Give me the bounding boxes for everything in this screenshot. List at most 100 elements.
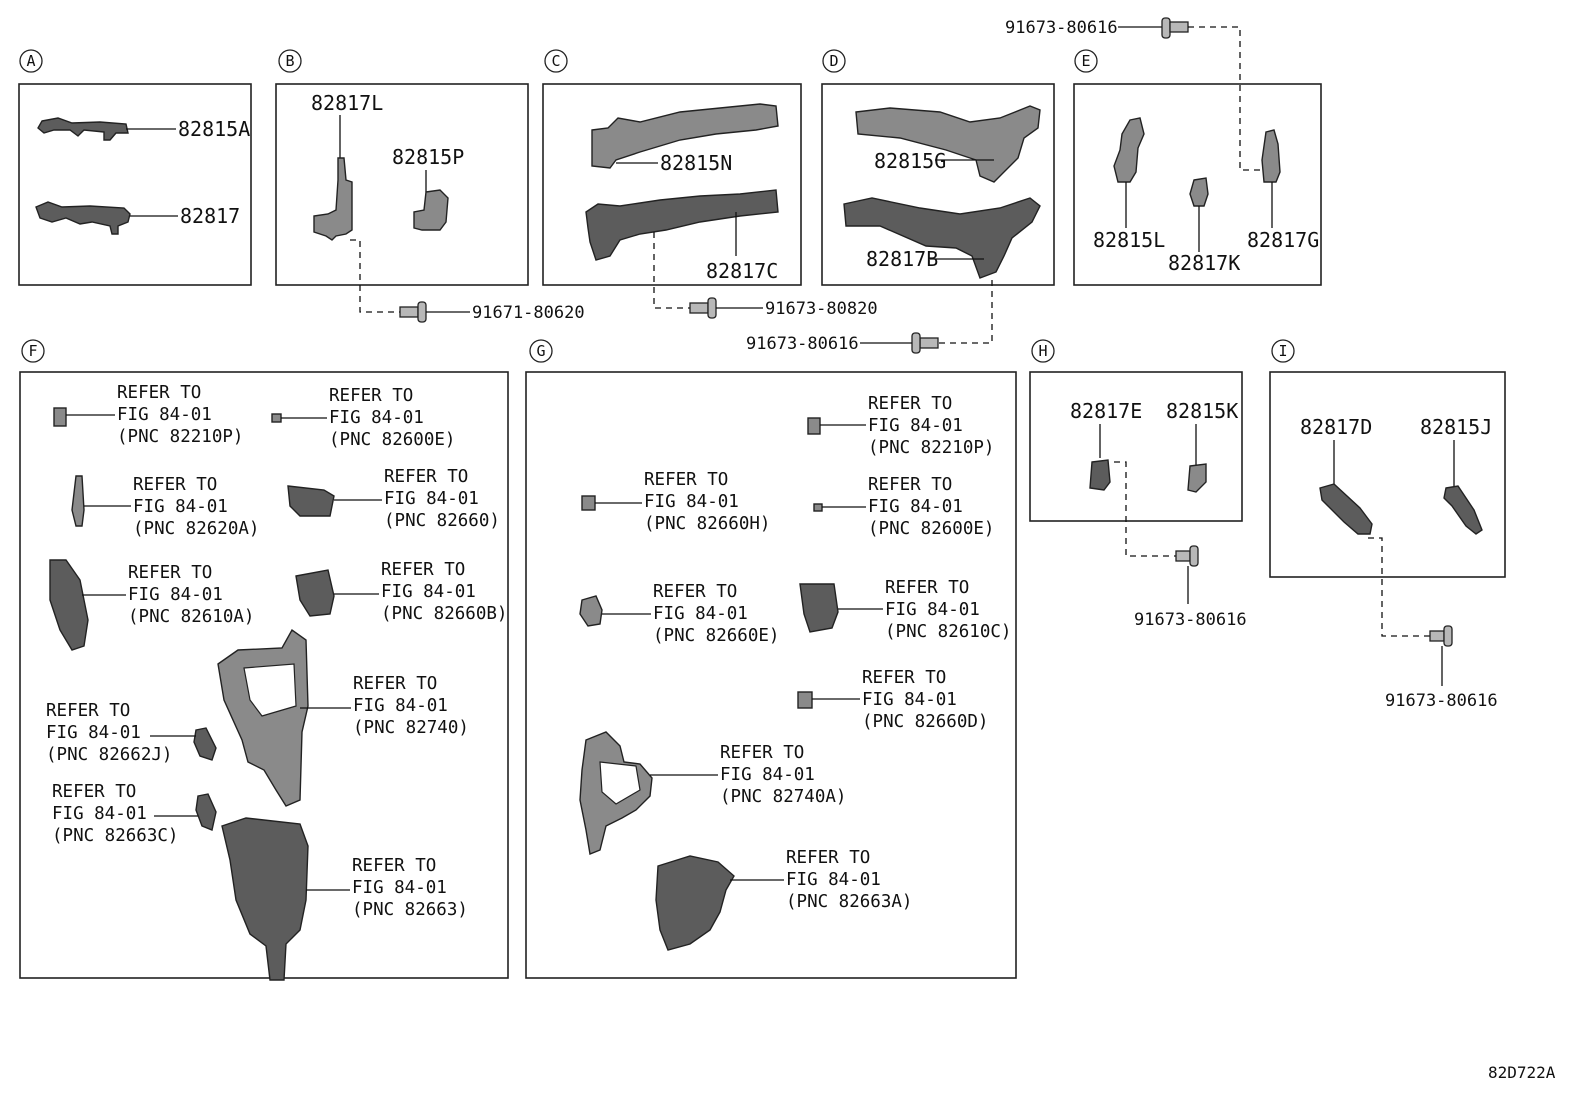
part-82663-f-shape [221,817,309,981]
svg-text:REFER TO: REFER TO [384,467,468,487]
label-82817C: 82817C [706,259,778,283]
svg-text:REFER TO: REFER TO [720,743,804,763]
section-marker-c: C [544,49,568,73]
part-82815N-shape [591,103,779,169]
bolt-c-label: 91673-80820 [765,299,878,319]
section-marker-g: G [529,339,553,363]
svg-text:C: C [551,52,560,70]
refer-f7: REFER TO FIG 84-01 (PNC 82740) [217,628,469,807]
svg-text:(PNC 82610C): (PNC 82610C) [885,622,1011,642]
refer-f6: REFER TO FIG 84-01 (PNC 82660B) [295,560,507,624]
bolt-b-label: 91671-80620 [472,303,585,323]
refer-g7: REFER TO FIG 84-01 (PNC 82740A) [579,731,846,855]
svg-text:REFER TO: REFER TO [128,563,212,583]
svg-text:(PNC 82610A): (PNC 82610A) [128,607,254,627]
part-82610A-f-shape [49,559,89,651]
part-82817L-shape [313,157,353,241]
figure-code: 82D722A [1488,1063,1556,1082]
svg-text:E: E [1081,52,1090,70]
svg-text:REFER TO: REFER TO [885,578,969,598]
refer-g2: REFER TO FIG 84-01 (PNC 82660H) [581,470,770,534]
label-82815K: 82815K [1166,399,1238,423]
panel-f [19,371,509,979]
part-82210P-g-shape [807,417,821,435]
svg-text:REFER TO: REFER TO [52,782,136,802]
part-82815L-shape [1113,117,1145,183]
svg-text:(PNC 82660B): (PNC 82660B) [381,604,507,624]
svg-text:I: I [1278,342,1287,360]
bolt-c-dash [653,232,690,309]
refer-f8: REFER TO FIG 84-01 (PNC 82662J) [46,701,217,765]
svg-text:FIG 84-01: FIG 84-01 [352,878,447,898]
svg-text:REFER TO: REFER TO [653,582,737,602]
svg-text:REFER TO: REFER TO [868,475,952,495]
svg-text:D: D [829,52,838,70]
panel-c [542,83,802,286]
svg-text:REFER TO: REFER TO [46,701,130,721]
part-82817D-shape [1319,483,1373,535]
svg-text:REFER TO: REFER TO [786,848,870,868]
part-82660H-g-shape [581,495,596,511]
svg-text:FIG 84-01: FIG 84-01 [353,696,448,716]
svg-text:G: G [536,342,545,360]
bolt-h-label: 91673-80616 [1134,610,1247,630]
panel-i [1269,371,1506,578]
svg-text:FIG 84-01: FIG 84-01 [329,408,424,428]
bolt-i-label: 91673-80616 [1385,691,1498,711]
label-82815L: 82815L [1093,228,1165,252]
part-82815A-shape [37,117,129,141]
part-82663A-g-shape [655,855,735,951]
part-82817K-shape [1189,177,1209,207]
svg-text:REFER TO: REFER TO [352,856,436,876]
part-82663C-f-shape [195,793,217,831]
svg-text:FIG 84-01: FIG 84-01 [644,492,739,512]
bolt-top-dash [1188,26,1262,171]
panel-g [525,371,1017,979]
svg-text:FIG 84-01: FIG 84-01 [720,765,815,785]
svg-text:FIG 84-01: FIG 84-01 [381,582,476,602]
svg-text:FIG 84-01: FIG 84-01 [384,489,479,509]
refer-g1: REFER TO FIG 84-01 (PNC 82210P) [807,394,994,458]
bolt-c-icon [689,297,717,319]
svg-text:(PNC 82663A): (PNC 82663A) [786,892,912,912]
svg-text:FIG 84-01: FIG 84-01 [885,600,980,620]
bolt-b-icon [399,301,427,323]
label-82815N: 82815N [660,151,732,175]
bolt-d-dash [938,280,993,344]
svg-text:FIG 84-01: FIG 84-01 [868,497,963,517]
section-marker-f: F [21,339,45,363]
svg-text:FIG 84-01: FIG 84-01 [786,870,881,890]
svg-text:REFER TO: REFER TO [644,470,728,490]
panel-a [18,83,252,286]
svg-text:FIG 84-01: FIG 84-01 [862,690,957,710]
label-82817K: 82817K [1168,251,1240,275]
svg-text:REFER TO: REFER TO [381,560,465,580]
svg-text:(PNC 82600E): (PNC 82600E) [329,430,455,450]
panel-h [1029,371,1243,522]
section-marker-i: I [1271,339,1295,363]
part-82817G-shape [1261,129,1281,183]
svg-text:F: F [28,342,37,360]
part-82815G-shape [855,105,1041,183]
section-marker-h: H [1031,339,1055,363]
label-82815J: 82815J [1420,415,1492,439]
refer-g5: REFER TO FIG 84-01 (PNC 82610C) [799,578,1011,642]
part-82817B-shape [843,197,1041,279]
part-82815K-shape [1187,463,1207,493]
svg-text:B: B [285,52,294,70]
svg-text:(PNC 82663): (PNC 82663) [352,900,468,920]
part-82610C-g-shape [799,583,839,633]
part-82660E-g-shape [579,595,603,627]
refer-f3: REFER TO FIG 84-01 (PNC 82620A) [71,475,259,539]
svg-text:H: H [1038,342,1047,360]
part-82600E-g-shape [813,503,823,512]
svg-text:REFER TO: REFER TO [117,383,201,403]
bolt-b-dash [350,239,400,313]
part-82662J-f-shape [193,727,217,761]
svg-text:FIG 84-01: FIG 84-01 [133,497,228,517]
svg-text:FIG 84-01: FIG 84-01 [117,405,212,425]
svg-text:(PNC 82740): (PNC 82740) [353,718,469,738]
part-82817E-shape [1089,459,1111,491]
label-82817D: 82817D [1300,415,1372,439]
